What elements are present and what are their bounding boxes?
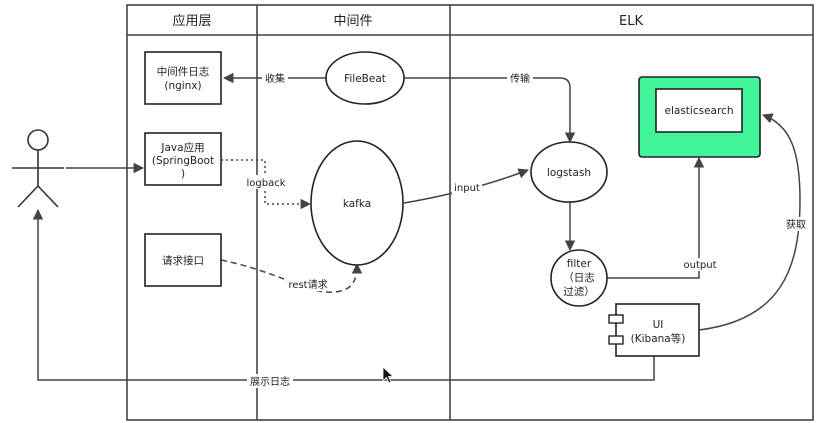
- node-middleware-log-line1: 中间件日志: [157, 65, 210, 78]
- node-logstash-label: logstash: [547, 167, 591, 179]
- edge-label-transmit: 传输: [510, 72, 530, 85]
- node-elasticsearch: [638, 76, 761, 158]
- node-middleware-log-line2: (nginx): [164, 80, 201, 92]
- node-filter-line1: filter: [567, 258, 592, 270]
- edge-filter-to-elasticsearch: [607, 156, 705, 279]
- lane-header-middleware: 中间件: [333, 14, 372, 29]
- edge-label-logback: logback: [246, 178, 285, 189]
- uml-component-icon: [608, 314, 624, 345]
- node-filebeat-label: FileBeat: [344, 73, 386, 85]
- node-java-app-line3: ): [181, 168, 185, 180]
- lane-header-elk: ELK: [619, 14, 643, 29]
- edge-label-rest: rest请求: [288, 278, 327, 291]
- node-kafka: [310, 140, 404, 266]
- swimlane-frame: [126, 4, 814, 421]
- user-actor-icon: [12, 129, 64, 208]
- node-filter: [550, 249, 608, 307]
- mouse-pointer-icon: [382, 366, 395, 384]
- node-request-api-label: 请求接口: [162, 254, 204, 267]
- node-ui: [615, 303, 700, 357]
- edge-label-input: input: [454, 183, 480, 194]
- edge-filebeat-to-logstash: [404, 77, 576, 144]
- node-ui-line2: (Kibana等): [631, 332, 686, 345]
- node-filter-line2: （日志: [563, 271, 595, 284]
- node-ui-line1: UI: [653, 319, 664, 331]
- node-kafka-label: kafka: [343, 198, 371, 210]
- edge-request-to-kafka: [220, 259, 363, 293]
- node-elasticsearch-label: elasticsearch: [665, 105, 734, 117]
- node-request-api: [144, 233, 222, 287]
- lane-header-app: 应用层: [172, 13, 211, 29]
- node-java-app-line2: (SpringBoot: [152, 155, 214, 167]
- edge-label-output: output: [684, 260, 717, 271]
- edge-label-display: 展示日志: [250, 375, 290, 388]
- edge-label-collect: 收集: [265, 72, 285, 85]
- node-java-app: [144, 132, 222, 186]
- node-logstash: [530, 141, 608, 203]
- edge-label-fetch: 获取: [786, 219, 806, 231]
- node-filebeat: [325, 51, 405, 105]
- node-filter-line3: 过滤）: [563, 285, 595, 298]
- edge-ui-to-user: [32, 208, 655, 381]
- edge-ui-to-elasticsearch: [698, 113, 801, 331]
- node-java-app-line1: Java应用: [160, 141, 204, 154]
- node-middleware-log: [144, 51, 222, 105]
